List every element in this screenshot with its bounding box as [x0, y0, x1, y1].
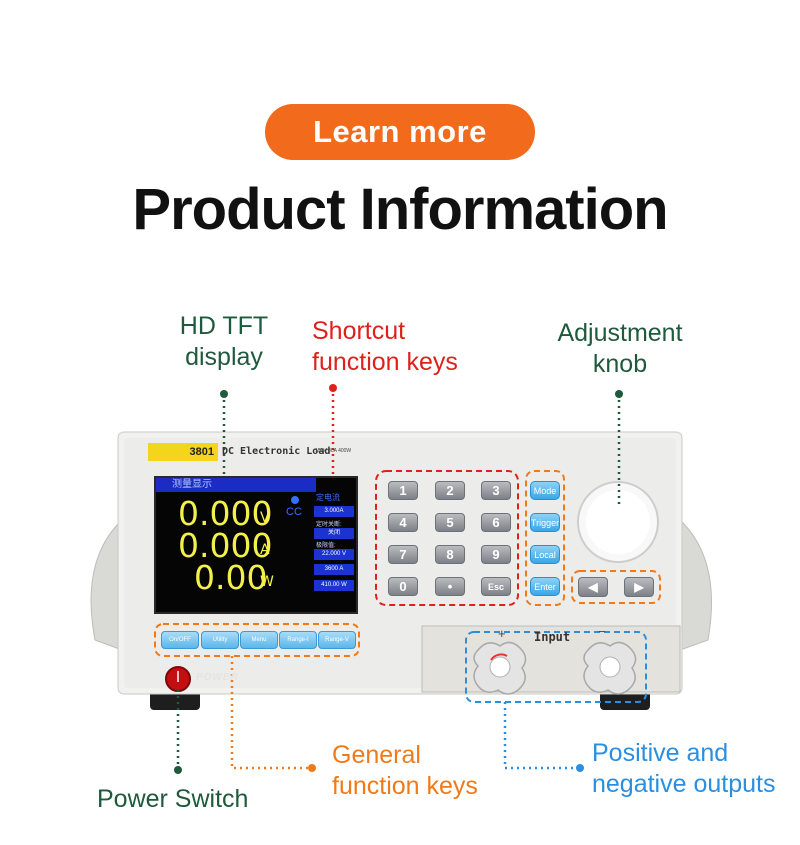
- menu-button[interactable]: Menu: [240, 631, 278, 649]
- key-9[interactable]: 9: [481, 545, 511, 564]
- power-label: POWER: [196, 672, 239, 683]
- key-5[interactable]: 5: [435, 513, 465, 532]
- mode-label: 定电流: [316, 493, 340, 502]
- key-3[interactable]: 3: [481, 481, 511, 500]
- model-number: 3801: [148, 443, 218, 461]
- lcd-display: 测量显示 CC 0.000 V 0.000 A 0.00 W 定电流 3.000…: [154, 476, 358, 614]
- utility-button[interactable]: Utility: [201, 631, 239, 649]
- local-button[interactable]: Local: [530, 545, 560, 564]
- mode-button[interactable]: Mode: [530, 481, 560, 500]
- key-8[interactable]: 8: [435, 545, 465, 564]
- key-2[interactable]: 2: [435, 481, 465, 500]
- cc-indicator: CC: [286, 506, 302, 518]
- current-unit: A: [260, 542, 270, 558]
- key-1[interactable]: 1: [388, 481, 418, 500]
- arrow-left-button[interactable]: ◀: [578, 577, 608, 597]
- status-dot-icon: [291, 496, 299, 504]
- plus-label: +: [498, 626, 506, 641]
- timer-label: 定时关断:: [316, 522, 342, 528]
- learn-more-button[interactable]: Learn more: [265, 104, 535, 160]
- device-name: DC Electronic Load: [222, 446, 331, 457]
- range-v-button[interactable]: Range-V: [318, 631, 356, 649]
- limit-seconds: 3600 A: [314, 564, 354, 575]
- voltage-readout: 0.000: [178, 494, 273, 533]
- lcd-header: 测量显示: [156, 478, 316, 492]
- input-label: Input: [534, 630, 571, 644]
- key-0[interactable]: 0: [388, 577, 418, 596]
- key-6[interactable]: 6: [481, 513, 511, 532]
- page-title: Product Information: [132, 177, 668, 242]
- key-dot[interactable]: •: [435, 577, 465, 596]
- trigger-button[interactable]: Trigger: [530, 513, 560, 532]
- callout-outputs: Positive and negative outputs: [592, 739, 776, 798]
- on-off-button[interactable]: On/OFF: [161, 631, 199, 649]
- set-current: 3.000A: [314, 506, 354, 517]
- range-i-button[interactable]: Range-I: [279, 631, 317, 649]
- callout-display: HD TFT display: [179, 312, 269, 371]
- timer-value: 关闭: [314, 528, 354, 539]
- key-7[interactable]: 7: [388, 545, 418, 564]
- key-esc[interactable]: Esc: [481, 577, 511, 596]
- callout-general-keys: General function keys: [332, 741, 478, 800]
- limit-voltage: 22.000 V: [314, 549, 354, 560]
- callout-power-switch: Power Switch: [97, 785, 249, 813]
- callout-shortcut-keys: Shortcut function keys: [312, 317, 458, 376]
- enter-button[interactable]: Enter: [530, 577, 560, 596]
- current-readout: 0.000: [178, 526, 273, 565]
- callout-knob: Adjustment knob: [557, 319, 683, 378]
- voltage-unit: V: [260, 510, 270, 526]
- device-spec: 150V 30A 400W: [315, 448, 352, 454]
- minus-label: −: [598, 624, 606, 639]
- limit-power: 410.00 W: [314, 580, 354, 591]
- power-readout: 0.00: [194, 558, 268, 597]
- limit-label: 极限值:: [316, 543, 336, 549]
- arrow-right-button[interactable]: ▶: [624, 577, 654, 597]
- power-unit: W: [260, 574, 274, 590]
- key-4[interactable]: 4: [388, 513, 418, 532]
